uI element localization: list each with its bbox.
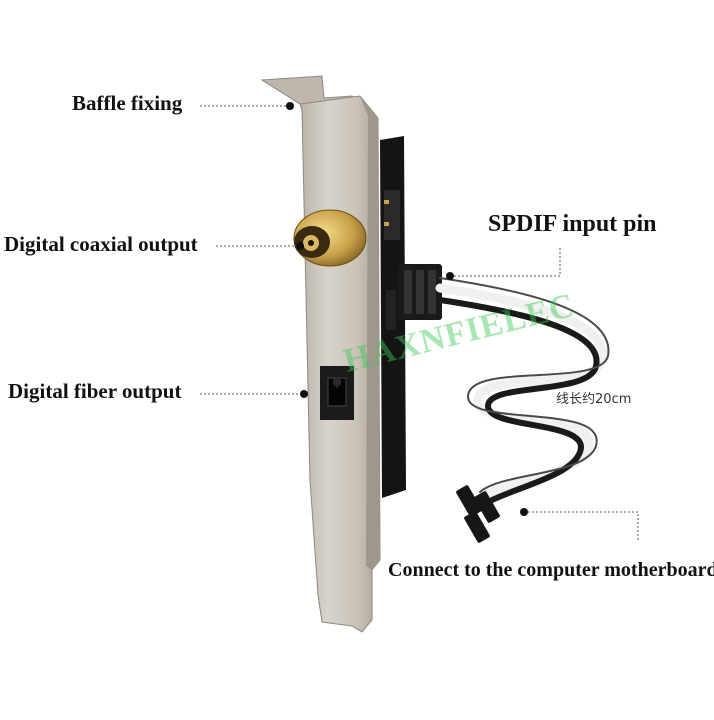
leader-lines (200, 105, 639, 540)
leader-dot (520, 508, 528, 516)
callout-spdif-input-pin: SPDIF input pin (488, 211, 657, 237)
cable-wire-white-outline (439, 277, 610, 493)
pin-connector-slot (404, 270, 412, 314)
cable-length-label: 线长约20cm (556, 392, 632, 407)
pcb-board (380, 136, 406, 498)
leader-dots (286, 102, 528, 516)
callout-baffle-fixing: Baffle fixing (72, 91, 183, 115)
pcb-component (384, 190, 400, 240)
coaxial-connector (293, 209, 367, 267)
rca-hole (308, 240, 314, 246)
dupont-housing (474, 491, 500, 523)
motherboard-connectors (456, 485, 500, 543)
pin-connector-slot (416, 270, 424, 314)
leader-dot (296, 242, 304, 250)
pcb-component (386, 290, 396, 330)
gold-pad (384, 222, 389, 226)
leader-dot (286, 102, 294, 110)
toslink-notch (333, 378, 341, 388)
spdif-pin-header (398, 264, 442, 320)
leader-motherboard (524, 511, 639, 540)
gold-pad (384, 200, 389, 204)
leader-spdif (450, 248, 561, 277)
dupont-housing (464, 511, 490, 543)
leader-dot (300, 390, 308, 398)
dupont-housing (456, 485, 482, 517)
fiber-connector (320, 366, 354, 420)
cable-wire-black (437, 297, 600, 513)
callout-motherboard-connection: Connect to the computer motherboard (388, 559, 714, 581)
bracket-edge (360, 96, 380, 570)
pin-connector-slot (428, 270, 436, 314)
callout-digital-coaxial-output: Digital coaxial output (4, 232, 198, 256)
leader-dot (446, 272, 454, 280)
cable (435, 277, 610, 513)
callout-digital-fiber-output: Digital fiber output (8, 379, 182, 403)
